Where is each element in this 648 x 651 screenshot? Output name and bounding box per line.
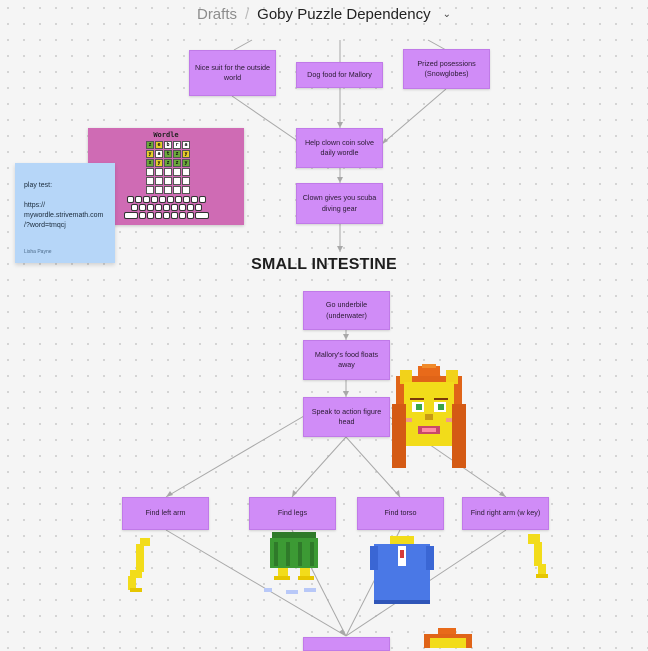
node-right-arm[interactable]: Find right arm (w key) <box>462 497 549 530</box>
wordle-keyboard <box>88 196 244 219</box>
node-next-partial[interactable] <box>303 637 390 651</box>
node-torso[interactable]: Find torso <box>357 497 444 530</box>
node-clown-wordle[interactable]: Help clown coin solve daily wordle <box>296 128 383 168</box>
node-action-figure-head[interactable]: Speak to action figure head <box>303 397 390 437</box>
title-bar: Drafts / Goby Puzzle Dependency ⌄ <box>0 0 648 28</box>
left-arm-sprite[interactable] <box>126 538 156 594</box>
sticky-author: Lisha Payne <box>24 249 52 255</box>
file-title[interactable]: Goby Puzzle Dependency <box>257 5 431 23</box>
node-food-floats[interactable]: Mallory's food floats away <box>303 340 390 380</box>
right-arm-sprite[interactable] <box>524 534 552 580</box>
sticky-line-1: play test: <box>24 182 53 189</box>
node-suit[interactable]: Nice suit for the outside world <box>189 50 276 96</box>
sticky-line-4: /?word=tmqcj <box>24 222 66 229</box>
breadcrumb-separator: / <box>245 5 250 23</box>
wordle-title: Wordle <box>153 131 179 139</box>
node-dog-food[interactable]: Dog food for Mallory <box>296 62 383 88</box>
node-prized-possessions[interactable]: Prized posessions (Snowglobes) <box>403 49 490 89</box>
sticky-note[interactable]: play test: https:// mywordle.strivemath.… <box>15 163 115 263</box>
node-legs[interactable]: Find legs <box>249 497 336 530</box>
sticky-line-2: https:// <box>24 202 46 209</box>
action-figure-head-sprite[interactable] <box>392 364 466 472</box>
sticky-line-3: mywordle.strivemath.com <box>24 212 104 219</box>
breadcrumb-drafts[interactable]: Drafts <box>196 5 237 23</box>
node-left-arm[interactable]: Find left arm <box>122 497 209 530</box>
head-sprite-partial[interactable] <box>420 628 476 648</box>
node-go-underbile[interactable]: Go underbile (underwater) <box>303 291 390 330</box>
section-title: SMALL INTESTINE <box>251 256 397 273</box>
legs-sprite[interactable] <box>264 532 326 596</box>
node-scuba-gear[interactable]: Clown gives you scuba diving gear <box>296 183 383 224</box>
torso-sprite[interactable] <box>370 536 434 608</box>
chevron-down-icon[interactable]: ⌄ <box>442 8 451 20</box>
